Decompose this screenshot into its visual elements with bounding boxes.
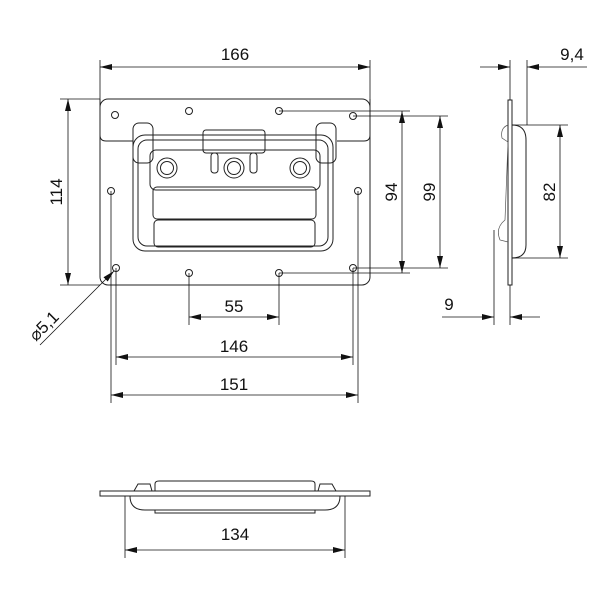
handle-bar-top <box>152 186 317 220</box>
bottom-recess <box>129 495 341 511</box>
plate-flange-right <box>337 99 371 142</box>
latch-leg-right <box>249 152 258 174</box>
dim-82: 82 <box>540 183 559 202</box>
bottom-recess-base <box>154 510 316 514</box>
bottom-view <box>99 480 371 558</box>
handle-grip <box>153 219 316 248</box>
side-handle <box>498 124 509 243</box>
dim-134: 134 <box>221 525 249 544</box>
dim-166: 166 <box>221 45 249 64</box>
bottom-plate <box>99 490 371 497</box>
dim-114: 114 <box>47 178 66 205</box>
bottom-pivot-right <box>317 483 337 492</box>
recess-outer <box>132 134 334 252</box>
side-recess <box>511 124 527 259</box>
handle-upper <box>149 149 321 191</box>
plate-flange-left <box>99 99 133 142</box>
rivet-bosses <box>156 157 311 179</box>
latch-tab <box>202 129 266 154</box>
dim-151: 151 <box>220 375 248 394</box>
dim-94: 94 <box>382 183 401 202</box>
bottom-pivot-left <box>133 483 153 492</box>
dim-9: 9 <box>444 295 453 314</box>
bottom-handle <box>154 480 316 491</box>
side-view <box>442 60 587 325</box>
handle-pivot-left <box>132 122 154 164</box>
recess-inner <box>137 139 329 247</box>
dimension-lines <box>39 60 448 403</box>
front-view <box>99 98 371 286</box>
mounting-plate <box>99 98 371 286</box>
dim-9-4: 9,4 <box>560 45 584 64</box>
dim-55: 55 <box>225 297 244 316</box>
dim-99: 99 <box>420 183 439 202</box>
handle-pivot-right <box>315 122 337 164</box>
dim-146: 146 <box>220 337 248 356</box>
latch-leg-left <box>210 152 219 174</box>
side-plate <box>507 99 513 286</box>
dim-hole-diameter: ⌀5,1 <box>25 307 62 344</box>
